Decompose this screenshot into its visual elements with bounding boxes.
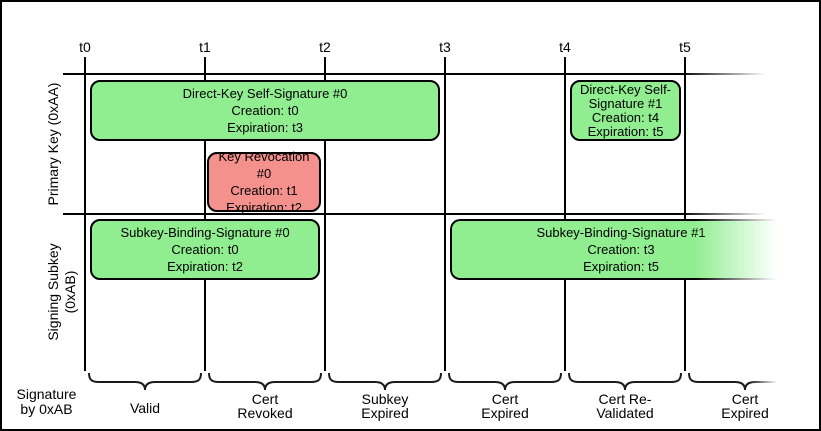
row-label-primary-key-name: Primary Key xyxy=(45,129,61,206)
row-label-primary-key-id: (0xAA) xyxy=(45,82,61,126)
box-title: Direct-Key Self-Signature #1 xyxy=(579,81,672,111)
key-revocation-0-box: Key Revocation #0 Creation: t1 Expiratio… xyxy=(207,149,321,215)
box-title: Key Revocation #0 xyxy=(218,149,310,181)
row-label-signing-subkey-id: (0xAB) xyxy=(62,270,78,314)
box-expiration: Expiration: t2 xyxy=(226,200,302,215)
segment-label-cert-expired-1: Cert Expired xyxy=(481,391,529,421)
box-creation: Creation: t1 xyxy=(230,183,298,198)
brace-cert-revalidated xyxy=(568,372,682,391)
segment-label-cert-expired-2: Cert Expired xyxy=(721,391,769,421)
box-creation: Creation: t3 xyxy=(587,242,655,257)
signature-by-axis-label: Signature by 0xAB xyxy=(16,386,77,417)
box-expiration: Expiration: t2 xyxy=(167,259,243,274)
tick-label-t0: t0 xyxy=(79,39,91,55)
segment-label-cert-revoked: Cert Revoked xyxy=(237,391,293,421)
segment-label-subkey-expired: Subkey Expired xyxy=(361,391,409,421)
subkey-binding-signature-0-box: Subkey-Binding-Signature #0 Creation: t0… xyxy=(90,219,320,280)
brace-cert-revoked xyxy=(208,372,322,391)
box-creation: Creation: t4 xyxy=(591,109,660,125)
signing-subkey-track-line xyxy=(63,213,773,215)
box-creation: Creation: t0 xyxy=(231,103,299,118)
box-expiration: Expiration: t3 xyxy=(227,120,303,135)
primary-key-track-line xyxy=(63,73,773,75)
box-title: Subkey-Binding-Signature #0 xyxy=(120,225,290,240)
box-creation: Creation: t0 xyxy=(171,242,239,257)
brace-valid xyxy=(88,372,202,391)
direct-key-self-signature-1-box: Direct-Key Self-Signature #1 Creation: t… xyxy=(570,80,681,141)
tick-label-t5: t5 xyxy=(679,39,691,55)
box-expiration: Expiration: t5 xyxy=(587,123,664,139)
tick-label-t3: t3 xyxy=(439,39,451,55)
direct-key-self-signature-0-box: Direct-Key Self-Signature #0 Creation: t… xyxy=(90,80,440,141)
brace-cert-expired-2 xyxy=(688,372,802,391)
box-title: Subkey-Binding-Signature #1 xyxy=(536,225,706,240)
row-label-signing-subkey: Signing Subkey (0xAB) xyxy=(45,222,79,362)
row-label-signing-subkey-name: Signing Subkey xyxy=(45,243,61,341)
segment-label-valid: Valid xyxy=(129,400,161,416)
segment-label-cert-revalidated: Cert Re- Validated xyxy=(596,391,654,421)
brace-subkey-expired xyxy=(328,372,442,391)
box-expiration: Expiration: t5 xyxy=(583,259,659,274)
box-title: Direct-Key Self-Signature #0 xyxy=(182,86,348,101)
tick-label-t2: t2 xyxy=(319,39,331,55)
brace-cert-expired-1 xyxy=(448,372,562,391)
tick-label-t1: t1 xyxy=(199,39,211,55)
row-label-primary-key: Primary Key (0xAA) xyxy=(45,74,79,214)
subkey-binding-signature-1-box: Subkey-Binding-Signature #1 Creation: t3… xyxy=(450,219,790,280)
tick-label-t4: t4 xyxy=(559,39,571,55)
